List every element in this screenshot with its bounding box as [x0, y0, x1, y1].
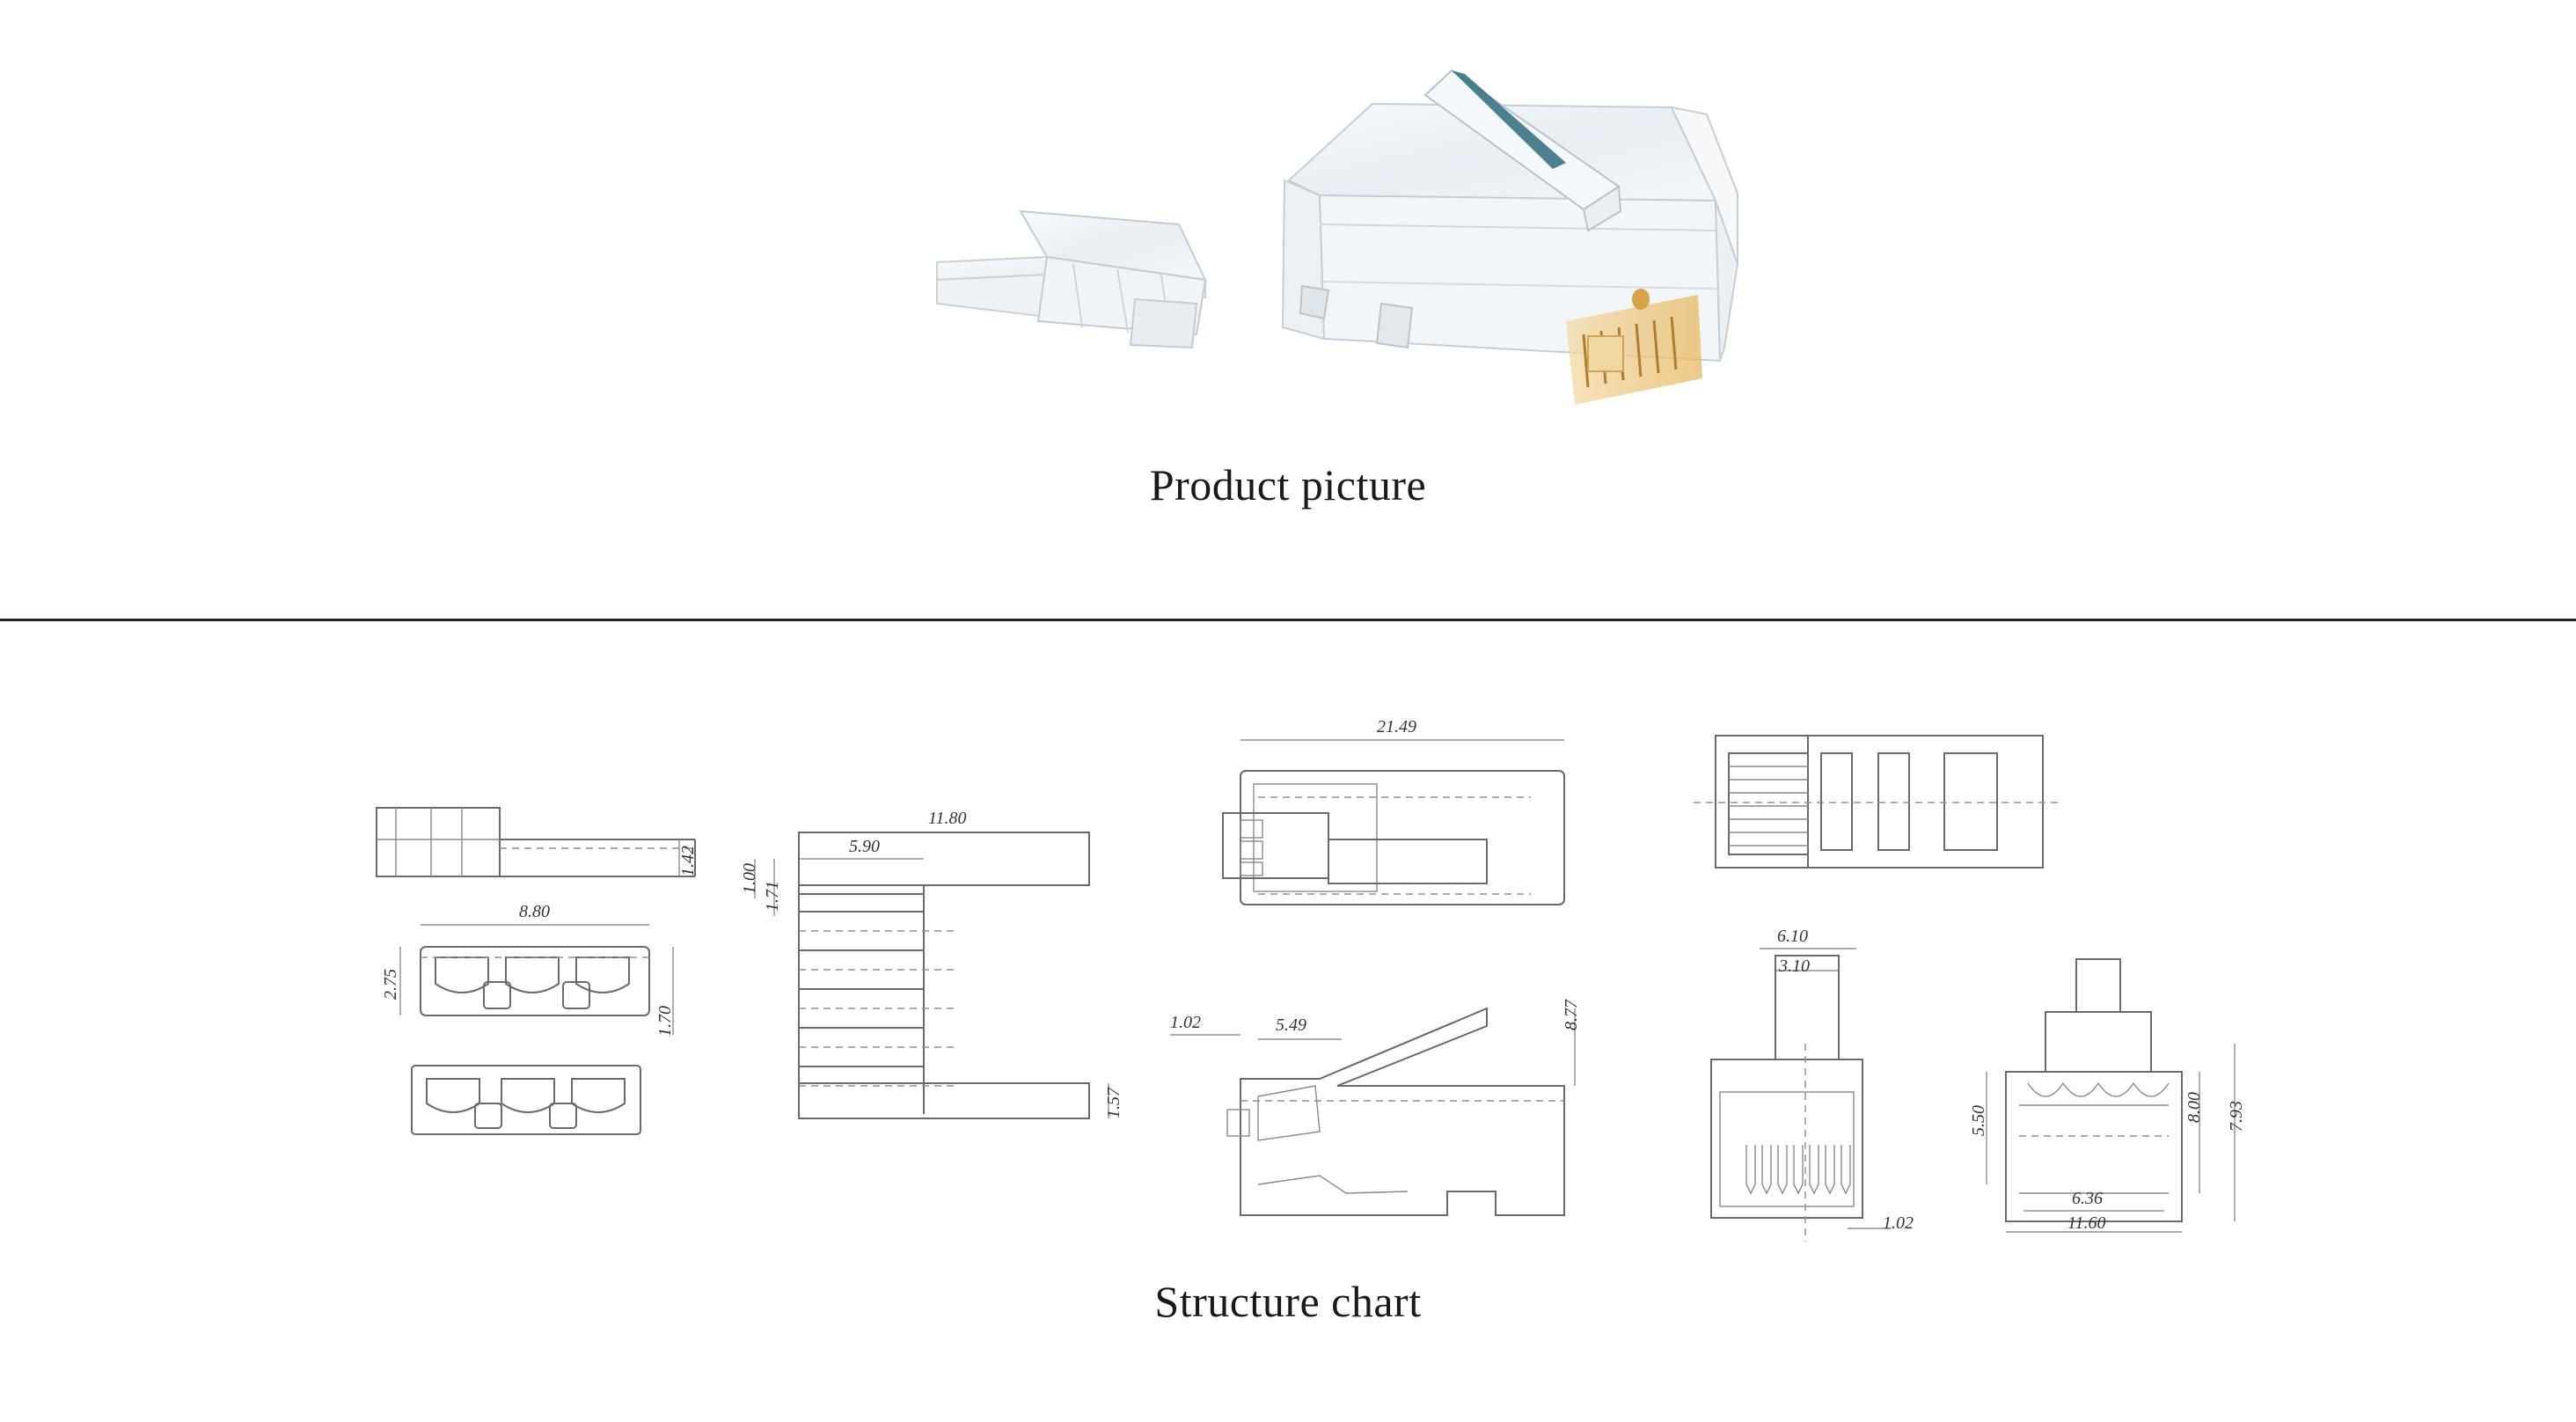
plug-front-drawing: 6.10 3.10 1.02 [1694, 735, 2246, 1242]
dim-label: 3.10 [1778, 957, 1810, 976]
dim-label: 1.42 [678, 846, 698, 876]
dim-label: 5.49 [1276, 1015, 1306, 1035]
dim-label: 1.02 [1883, 1213, 1914, 1233]
dim-label: 21.49 [1377, 717, 1416, 737]
dim-label: 8.80 [519, 902, 550, 921]
dim-label: 1.71 [763, 881, 782, 912]
product-photo [936, 69, 1739, 405]
rj45-plug-icon [1281, 69, 1739, 405]
structure-chart-caption: Structure chart [1154, 1277, 1422, 1326]
dim-label: 1.70 [655, 1006, 675, 1037]
dim-label: 2.75 [381, 969, 400, 1000]
dim-label: 7.93 [2227, 1101, 2246, 1132]
dim-label: 5.90 [849, 837, 880, 856]
product-section: Product picture [0, 0, 2576, 619]
product-picture-caption: Product picture [1149, 460, 1427, 509]
dim-label: 1.02 [1170, 1013, 1201, 1032]
structure-drawings: 1.42 8.80 2.75 1.70 11.80 [376, 717, 2246, 1242]
load-bar-drawing: 1.42 8.80 2.75 1.70 [376, 807, 698, 1135]
contact-drawing: 11.80 5.90 1.00 1.71 [740, 809, 1123, 1119]
section-divider [0, 619, 2576, 621]
structure-section: 1.42 8.80 2.75 1.70 11.80 [0, 621, 2576, 1422]
dim-label: 6.36 [2072, 1189, 2103, 1208]
dim-label: 11.60 [2067, 1213, 2106, 1233]
dim-label: 1.57 [1104, 1087, 1123, 1118]
dim-label: 8.77 [1562, 999, 1581, 1030]
load-bar-icon [936, 209, 1207, 349]
dim-label: 5.50 [1969, 1105, 1988, 1136]
dim-label: 8.00 [2184, 1092, 2204, 1123]
dim-label: 1.00 [740, 863, 759, 894]
dim-label: 11.80 [928, 809, 967, 828]
plug-top-side-drawing: 21.49 1.02 5.49 8.77 [1170, 717, 1581, 1216]
dim-label: 6.10 [1777, 927, 1808, 946]
